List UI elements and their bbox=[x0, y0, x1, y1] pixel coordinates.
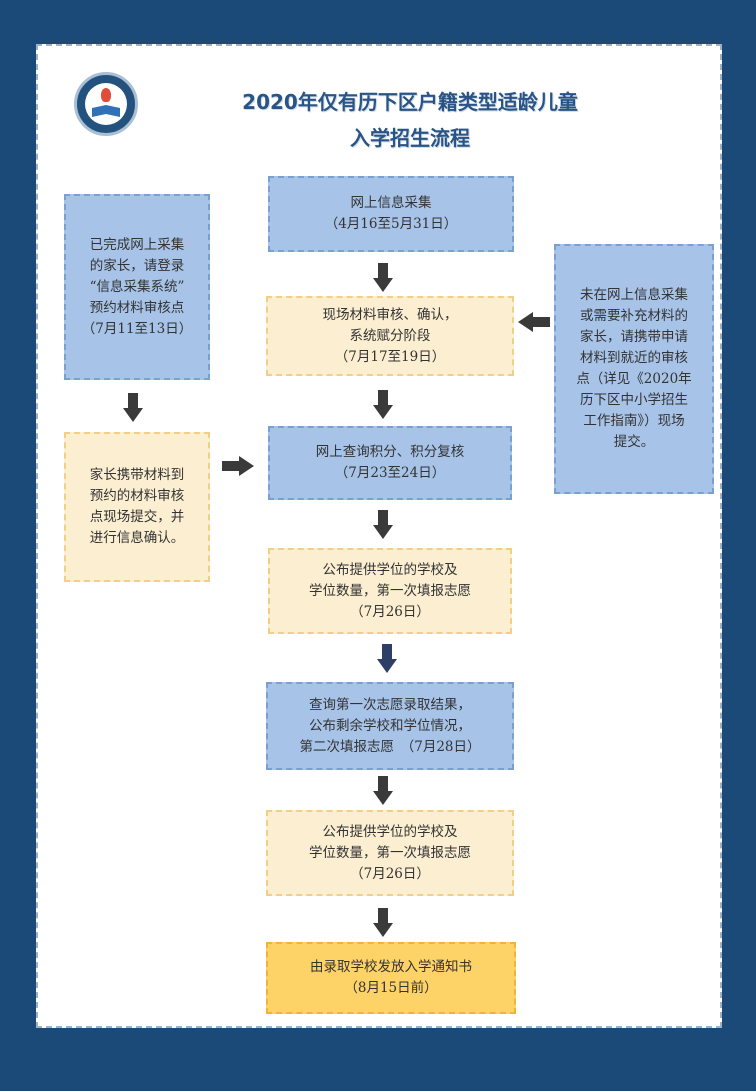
arrow-down-icon bbox=[373, 908, 393, 938]
poster-title-line2: 入学招生流程 bbox=[350, 126, 470, 150]
arrow-down-icon bbox=[123, 393, 143, 423]
right-not-collected-box: 未在网上信息采集 或需要补充材料的 家长，请携带申请 材料到就近的审核 点（详见… bbox=[554, 244, 714, 494]
step-online-collection: 网上信息采集 （4月16至5月31日） bbox=[268, 176, 514, 252]
left-online-done-box: 已完成网上采集 的家长，请登录 “信息采集系统” 预约材料审核点 （7月11至1… bbox=[64, 194, 210, 380]
step-second-choice: 公布提供学位的学校及 学位数量，第一次填报志愿 （7月26日） bbox=[266, 810, 514, 896]
arrow-down-icon bbox=[377, 644, 397, 674]
arrow-down-icon bbox=[373, 390, 393, 420]
step-first-result: 查询第一次志愿录取结果， 公布剩余学校和学位情况， 第二次填报志愿 （7月28日… bbox=[266, 682, 514, 770]
step-admission-notice: 由录取学校发放入学通知书 （8月15日前） bbox=[266, 942, 516, 1014]
poster-title-line1: 2020年仅有历下区户籍类型适龄儿童 bbox=[242, 90, 578, 114]
arrow-down-icon bbox=[373, 510, 393, 540]
school-logo-icon bbox=[74, 72, 138, 136]
step-score-query: 网上查询积分、积分复核 （7月23至24日） bbox=[268, 426, 512, 500]
step-first-choice: 公布提供学位的学校及 学位数量，第一次填报志愿 （7月26日） bbox=[268, 548, 512, 634]
left-submit-box: 家长携带材料到 预约的材料审核 点现场提交，并 进行信息确认。 bbox=[64, 432, 210, 582]
step-onsite-review: 现场材料审核、确认， 系统赋分阶段 （7月17至19日） bbox=[266, 296, 514, 376]
arrow-down-icon bbox=[373, 263, 393, 293]
arrow-left-icon bbox=[518, 312, 550, 332]
arrow-right-icon bbox=[222, 456, 254, 476]
arrow-down-icon bbox=[373, 776, 393, 806]
